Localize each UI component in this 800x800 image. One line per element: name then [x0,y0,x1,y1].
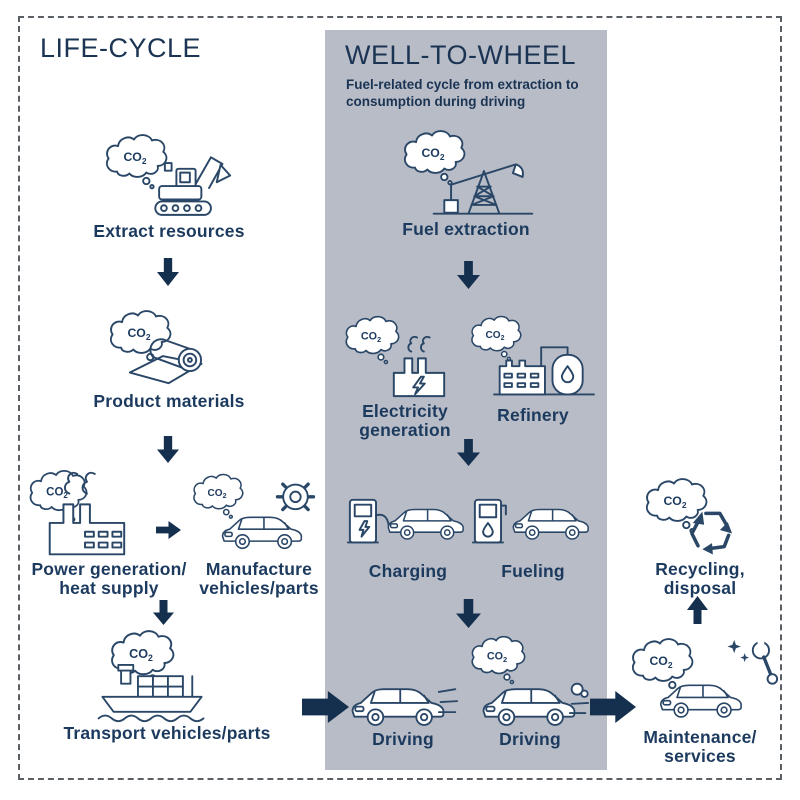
stage-label: Extract resources [93,221,245,241]
car-wrench-icon [659,633,779,718]
material-roll-icon [128,338,203,385]
co2-cloud-icon: CO2 [345,315,400,365]
car-gear-icon [221,482,316,550]
co2-cloud-icon: CO2 [105,134,168,190]
stage-charging: Charging [345,486,471,581]
stage-transport: CO2 Transport vehicles/parts [55,622,279,743]
svg-text:CO2: CO2 [123,150,146,166]
svg-text:CO2: CO2 [208,488,227,500]
svg-text:CO2: CO2 [46,486,68,500]
arrow-maintenance-to-recycling [687,596,708,624]
refinery-icon [493,346,595,396]
svg-text:CO2: CO2 [421,146,444,162]
stage-manufacture: CO2 Manufacture vehicles/parts [188,464,330,598]
stage-maintenance: CO2 Mainte [612,626,788,766]
well-to-wheel-subtitle: Fuel-related cycle from extraction to co… [346,77,579,109]
oil-pump-icon [432,163,534,215]
stage-power-generation: CO2 Power generation/ heat supply [20,464,198,598]
svg-text:CO2: CO2 [486,330,505,342]
well-to-wheel-title: WELL-TO-WHEEL [345,40,577,70]
svg-text:CO2: CO2 [361,331,381,344]
svg-text:CO2: CO2 [663,494,686,510]
stage-label: Fuel extraction [402,219,530,239]
stage-extract-resources: CO2 Extract resources [74,128,264,241]
recycle-icon [690,511,733,555]
stage-label: Driving [499,729,561,749]
stage-driving-right: CO2 Driving [468,628,592,749]
stage-product-materials: CO2 Product materials [74,300,264,411]
stage-label: Driving [372,729,434,749]
sparkle-icon [740,653,750,662]
svg-text:CO2: CO2 [649,654,672,670]
stage-electricity-generation: CO2 Electricity generation [340,310,470,440]
stage-refinery: CO2 Refinery [468,310,598,425]
stage-label: Transport vehicles/parts [63,723,271,743]
well-to-wheel-band [325,30,607,770]
co2-cloud-icon: CO2 [109,310,172,366]
power-plant-icon [392,335,446,398]
co2-cloud-icon: CO2 [193,473,244,519]
factory-icon [48,471,126,556]
stage-label: Power generation/ heat supply [31,559,187,598]
arrow-materials-to-power [157,436,179,463]
charging-car-icon [346,498,464,544]
arrow-extract-to-materials [157,258,179,286]
co2-cloud-icon: CO2 [403,130,466,186]
stage-label: Fueling [501,561,565,581]
co2-cloud-icon: CO2 [631,638,694,694]
stage-label: Recycling, disposal [655,559,745,598]
wrench-icon [751,633,779,685]
svg-text:CO2: CO2 [127,326,150,342]
svg-text:CO2: CO2 [487,651,507,664]
stage-label: Charging [368,561,448,581]
stage-label: Maintenance/ services [643,727,757,766]
stage-label: Refinery [497,405,569,425]
ship-icon [97,664,205,723]
driving-car-icon [351,688,459,726]
stage-driving-left: Driving [346,668,460,749]
stage-fuel-extraction: CO2 Fuel extraction [372,124,560,239]
stage-label: Manufacture vehicles/parts [199,559,319,598]
stage-fueling: Fueling [470,486,596,581]
excavator-icon [154,156,232,216]
lifecycle-title: LIFE-CYCLE [40,33,202,63]
svg-text:CO2: CO2 [129,647,153,663]
stage-label: Product materials [93,391,245,411]
driving-car-exhaust-icon [482,682,590,726]
stage-recycling: CO2 Recycling, disposal [622,470,778,598]
co2-cloud-icon: CO2 [645,478,708,534]
fueling-car-icon [471,498,589,544]
co2-cloud-icon: CO2 [111,630,175,688]
co2-cloud-icon: CO2 [471,635,526,685]
sparkle-icon [727,639,741,654]
stage-label: Electricity generation [359,401,451,440]
